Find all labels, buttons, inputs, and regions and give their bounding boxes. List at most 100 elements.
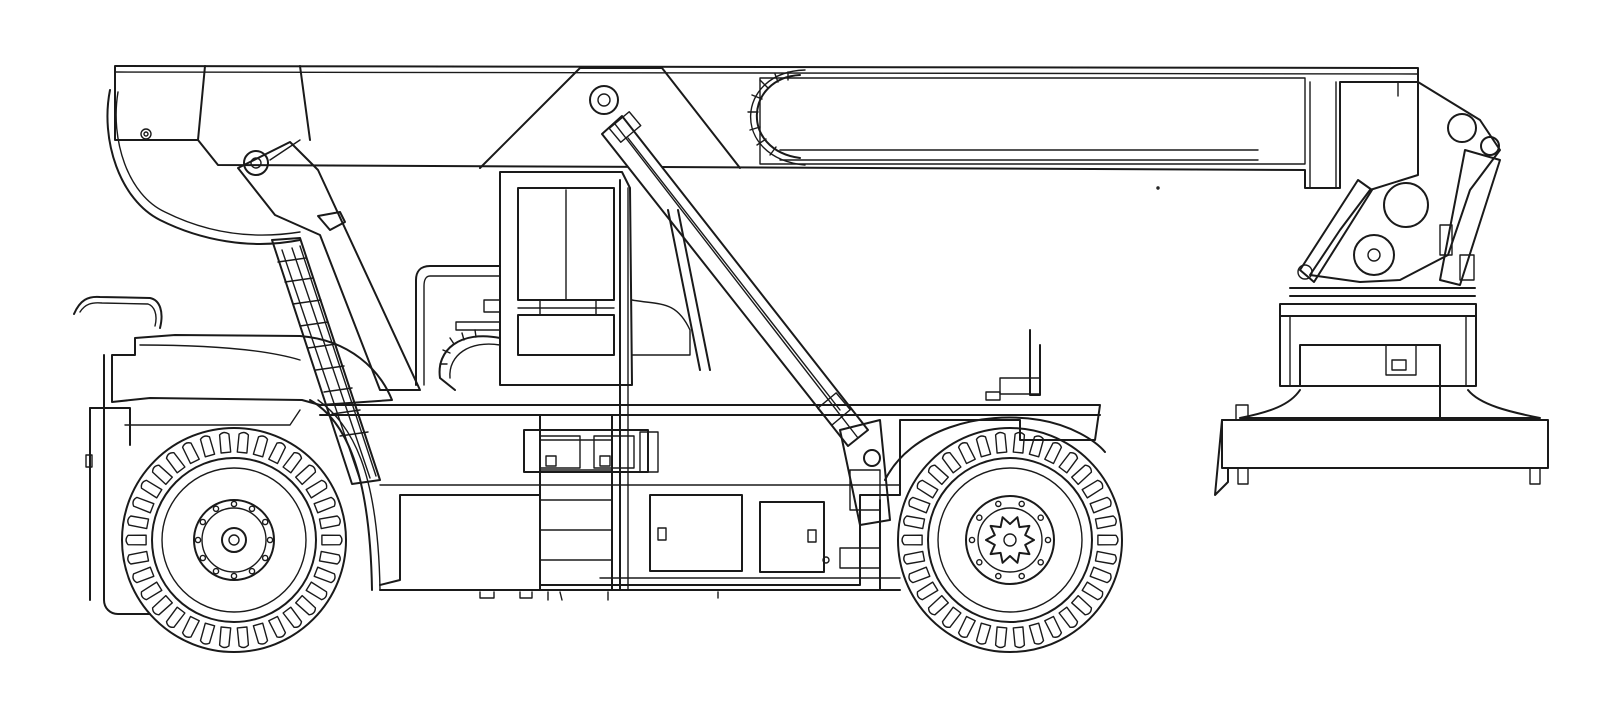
- tire-tread-lug: [151, 464, 173, 486]
- tire-tread-lug: [305, 581, 328, 601]
- front-wheel: [897, 427, 1123, 653]
- tire-tread-lug: [1044, 442, 1063, 465]
- wheel-bolt: [968, 536, 976, 544]
- tire-tread-lug: [318, 515, 341, 530]
- wheel-bolt: [212, 567, 220, 575]
- boom-support-frame: [106, 89, 421, 485]
- tire-tread-lug: [903, 515, 926, 530]
- tire-tread-lug: [151, 594, 173, 616]
- tire-tread-lug: [994, 626, 1008, 649]
- tire-tread-lug: [975, 435, 992, 458]
- tire-tread-lug: [313, 496, 336, 514]
- tire-tread-lug: [903, 550, 926, 565]
- boom: [114, 65, 1419, 189]
- wheel-bolt: [230, 572, 238, 580]
- stray-dot: [1156, 186, 1160, 190]
- tire-tread-lug: [252, 435, 269, 458]
- spreader: [1214, 303, 1549, 496]
- tire-tread-lug: [994, 431, 1008, 454]
- tire-tread-lug: [313, 566, 336, 584]
- tire-tread-lug: [236, 431, 250, 454]
- wheel-bolt: [248, 505, 256, 513]
- wheel-bolt: [248, 567, 256, 575]
- rear-wheel: [121, 427, 347, 653]
- tire-tread-lug: [127, 550, 150, 565]
- tire-tread-lug: [132, 496, 155, 514]
- wheel-bolt: [199, 554, 207, 562]
- tire-tread-lug: [295, 464, 317, 486]
- wheel-bolt: [1037, 514, 1044, 522]
- tire-tread-lug: [127, 515, 150, 530]
- tire-tread-lug: [181, 442, 200, 465]
- wheel-bolt: [261, 554, 269, 562]
- wheel-bolt: [230, 500, 238, 508]
- cab: [415, 171, 711, 391]
- tire-tread-lug: [1058, 451, 1079, 474]
- tire-tread-lug: [957, 442, 976, 465]
- tire-tread-lug: [901, 534, 923, 546]
- tire-tread-lug: [268, 615, 287, 638]
- wheel-bolt: [261, 518, 269, 526]
- tire-tread-lug: [218, 431, 232, 454]
- wheel-bolt: [199, 518, 207, 526]
- tire-tread-lug: [282, 451, 303, 474]
- tire-tread-lug: [318, 550, 341, 565]
- tire-tread-lug: [908, 566, 931, 584]
- tire-tread-lug: [218, 626, 232, 649]
- tire-tread-lug: [1089, 496, 1112, 514]
- tire-tread-lug: [1028, 622, 1045, 645]
- tire-tread-lug: [181, 615, 200, 638]
- tire-tread-lug: [916, 479, 939, 499]
- wheel-bolt: [995, 500, 1002, 508]
- tire-tread-lug: [1094, 515, 1117, 530]
- tire-tread-lug: [321, 534, 343, 546]
- rear-fender: [124, 399, 381, 591]
- engine-hood: [73, 295, 393, 615]
- wheel-bolt: [1037, 559, 1044, 566]
- tire-tread-lug: [941, 451, 962, 474]
- tire-tread-lug: [165, 606, 186, 629]
- wheel-bolt: [194, 536, 202, 544]
- tire-tread-lug: [1071, 594, 1093, 616]
- wheel-bolt: [1044, 536, 1052, 544]
- boom-head: [1289, 81, 1501, 297]
- tire-tread-lug: [282, 606, 303, 629]
- tire-tread-lug: [1058, 606, 1079, 629]
- tire-tread-lug: [975, 622, 992, 645]
- tire-tread-lug: [252, 622, 269, 645]
- front-fender: [879, 416, 1106, 591]
- hub-gear: [985, 516, 1035, 564]
- tire-tread-lug: [165, 451, 186, 474]
- tire-tread-lug: [1012, 431, 1026, 454]
- tire-tread-lug: [927, 594, 949, 616]
- tire-tread-lug: [305, 479, 328, 499]
- lift-cylinder: [601, 111, 869, 447]
- tire-tread-lug: [927, 464, 949, 486]
- tire-tread-lug: [140, 581, 163, 601]
- tire-tread-lug: [1097, 534, 1119, 546]
- tire-tread-lug: [268, 442, 287, 465]
- tire-tread-lug: [916, 581, 939, 601]
- wheel-bolt: [976, 514, 983, 522]
- wheel-bolt: [995, 572, 1002, 580]
- tire-tread-lug: [957, 615, 976, 638]
- wheel-bolt: [1018, 572, 1026, 580]
- wheel-bolt: [212, 505, 220, 513]
- tire-tread-lug: [295, 594, 317, 616]
- wheel-bolt: [266, 536, 274, 544]
- tire-tread-lug: [132, 566, 155, 584]
- tire-tread-lug: [1094, 550, 1117, 565]
- tire-tread-lug: [1012, 626, 1026, 649]
- tire-tread-lug: [1089, 566, 1112, 584]
- tire-tread-lug: [941, 606, 962, 629]
- tire-tread-lug: [236, 626, 250, 649]
- wheel-bolt: [976, 559, 983, 566]
- tire-tread-lug: [199, 435, 216, 458]
- tire-tread-lug: [1071, 464, 1093, 486]
- tire-tread-lug: [908, 496, 931, 514]
- tire-tread-lug: [1028, 435, 1045, 458]
- tire-tread-lug: [1044, 615, 1063, 638]
- tire-tread-lug: [199, 622, 216, 645]
